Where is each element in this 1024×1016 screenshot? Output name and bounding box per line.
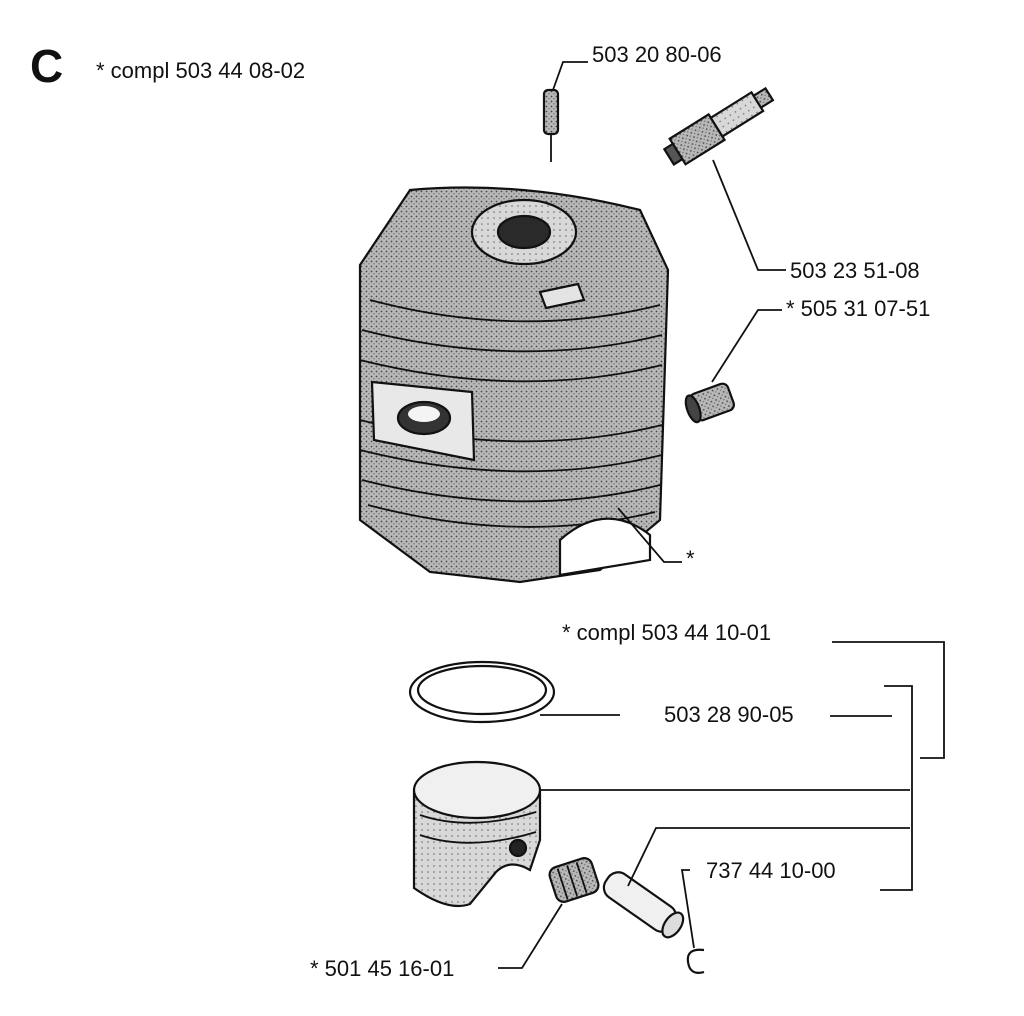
cylinder-assembly-label: * compl 503 44 08-02: [96, 58, 305, 83]
needle-bearing-leader: [498, 903, 563, 969]
needle-bearing-label: * 501 45 16-01: [310, 956, 454, 981]
piston-ring-part: [408, 660, 556, 724]
cylinder-stud-label: 503 20 80-06: [592, 42, 722, 67]
section-letter: C: [30, 40, 63, 92]
cylinder-stud-part: [542, 88, 560, 162]
piston-assembly-label: * compl 503 44 10-01: [562, 620, 771, 645]
spark-plug-leader: [712, 159, 786, 271]
cylinder-part: [358, 186, 670, 584]
piston-pin-part: [602, 871, 685, 939]
piston-ring-label: 503 28 90-05: [664, 702, 794, 727]
circlip-leader: [680, 869, 695, 949]
spark-plug-label: 503 23 51-08: [790, 258, 920, 283]
piston-parts-bracket: [880, 685, 913, 891]
cylinder-gasket-label: *: [686, 546, 695, 571]
needle-bearing-part: [548, 857, 600, 903]
piston-assembly-bracket: [832, 641, 945, 759]
decompression-valve-part: [684, 382, 735, 424]
cylinder-stud-leader: [552, 61, 588, 91]
circlip-part: [686, 948, 705, 974]
piston-pin-leader: [627, 827, 910, 887]
spark-plug-part: [662, 86, 775, 166]
cylinder-gasket-leader: [617, 507, 682, 563]
circlip-label: 737 44 10-00: [706, 858, 836, 883]
decompression-valve-label: * 505 31 07-51: [786, 296, 930, 321]
piston-part: [412, 760, 542, 908]
decompression-valve-leader: [711, 309, 782, 383]
